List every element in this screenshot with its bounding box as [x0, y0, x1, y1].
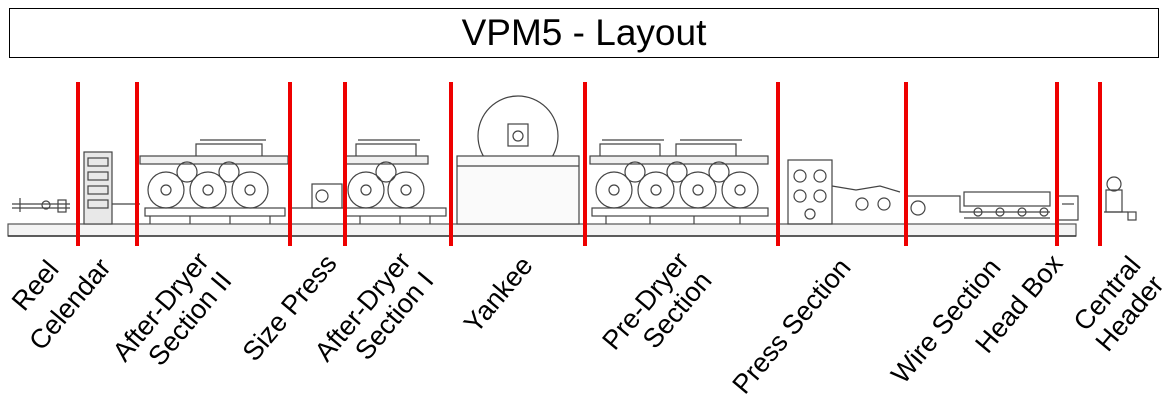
section-label-yankee: Yankee: [458, 251, 539, 339]
title-box: VPM5 - Layout: [9, 8, 1159, 58]
yankee-drawing: [456, 95, 580, 225]
calendar-drawing: [83, 151, 140, 225]
section-label-line: Yankee: [458, 251, 539, 339]
wire-section-drawing: [906, 191, 1051, 219]
head-box-drawing: [1057, 195, 1079, 221]
diagram-title: VPM5 - Layout: [461, 12, 707, 53]
pre-dryer-drawing: [589, 139, 769, 224]
press-section-drawing: [787, 159, 901, 225]
central-header-drawing: [1104, 176, 1137, 221]
section-dividers: [76, 82, 1102, 246]
section-label-line: Press Section: [727, 253, 857, 400]
paper-machine-drawing: [7, 95, 1137, 237]
size-press-drawing: [292, 183, 344, 209]
after-dryer-2-drawing: [139, 139, 289, 224]
after-dryer-1-drawing: [345, 139, 447, 224]
reel-drawing: [12, 198, 70, 213]
section-label-press-section: Press Section: [727, 253, 857, 400]
